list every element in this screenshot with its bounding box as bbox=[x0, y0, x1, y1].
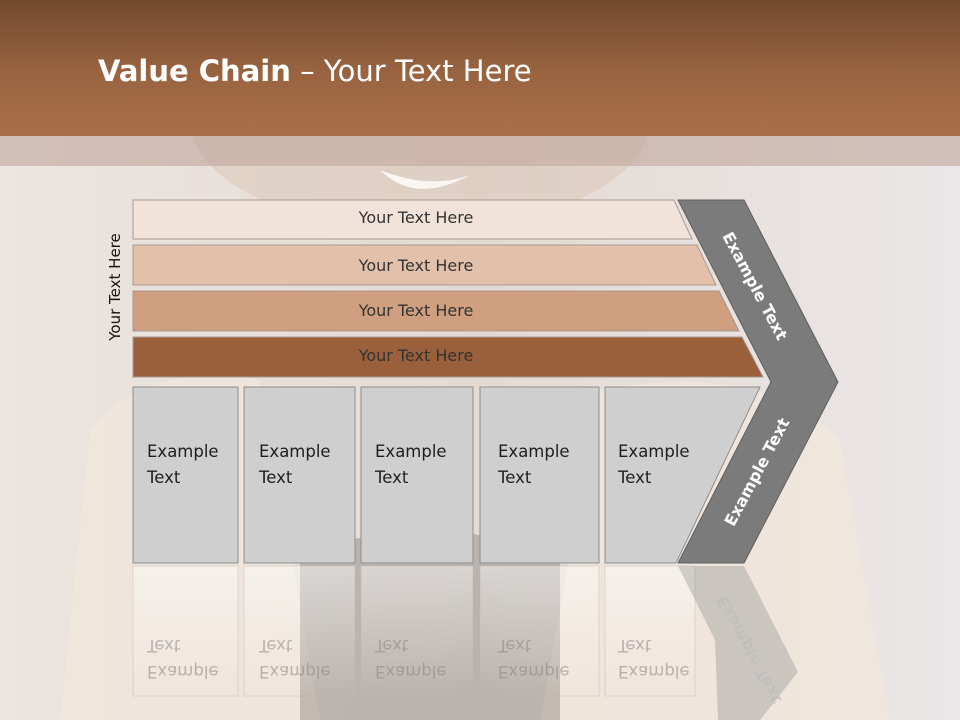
header-strip bbox=[0, 136, 960, 166]
bar-1-label: Your Text Here bbox=[358, 208, 474, 227]
cell-4-reflection bbox=[479, 565, 600, 697]
title-rest: – Your Text Here bbox=[290, 54, 532, 88]
cell-4 bbox=[479, 386, 600, 564]
chevron-arrow bbox=[677, 199, 839, 564]
cell-3-reflection bbox=[360, 565, 474, 697]
bar-2-label: Your Text Here bbox=[358, 256, 474, 275]
cell-3 bbox=[360, 386, 474, 564]
header-band bbox=[0, 0, 960, 136]
cell-2-reflection bbox=[243, 565, 356, 697]
bar-3-label: Your Text Here bbox=[358, 301, 474, 320]
bar-4 bbox=[132, 336, 764, 378]
cell-5 bbox=[604, 386, 761, 564]
bar-3 bbox=[132, 290, 740, 332]
chevron-reflection bbox=[678, 566, 798, 720]
title-bold: Value Chain bbox=[98, 54, 291, 88]
page-title: Value Chain – Your Text Here bbox=[98, 54, 532, 88]
cell-1-reflection bbox=[132, 565, 239, 697]
bar-4-label: Your Text Here bbox=[358, 346, 474, 365]
cell-1 bbox=[132, 386, 239, 564]
bar-1 bbox=[132, 199, 693, 240]
cell-2 bbox=[243, 386, 356, 564]
bar-2 bbox=[132, 244, 717, 286]
cell-5-reflection bbox=[604, 565, 696, 697]
